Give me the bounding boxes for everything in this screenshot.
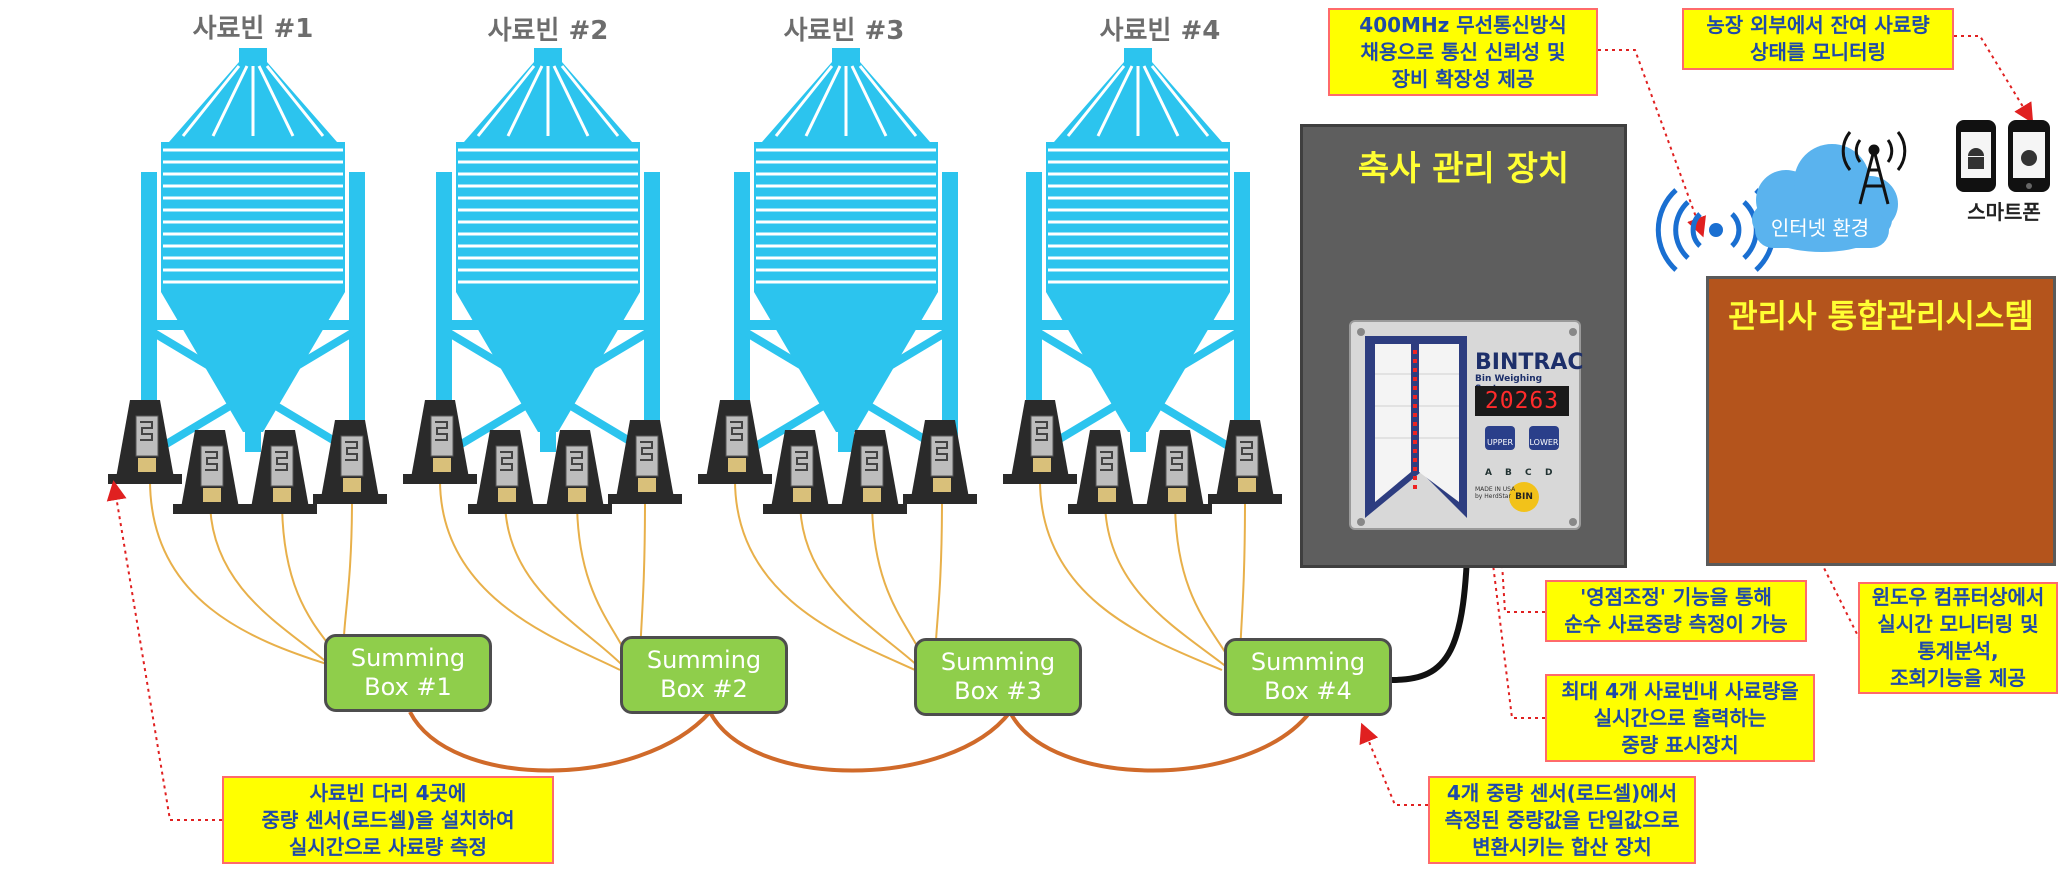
management-system-panel: 관리사 통합관리시스템	[1706, 276, 2056, 566]
callout-indicator: 최대 4개 사료빈내 사료량을 실시간으로 출력하는 중량 표시장치	[1545, 674, 1815, 762]
summing-box-3: Summing Box #3	[914, 638, 1082, 716]
silo-title-4: 사료빈 #4	[1099, 16, 1221, 46]
load-cells	[107, 399, 1283, 515]
summing-box-4: Summing Box #4	[1224, 638, 1392, 716]
device-weight-display: 20263	[1475, 386, 1569, 416]
summing-box-1: Summing Box #1	[324, 634, 492, 712]
silo-title-1: 사료빈 #1	[192, 14, 314, 44]
summing-box-2: Summing Box #2	[620, 636, 788, 714]
callout-zero-adjust-text: '영점조정' 기능을 통해 순수 사료중량 측정이 가능	[1564, 585, 1788, 636]
callout-loadcell-text: 사료빈 다리 4곳에 중량 센서(로드셀)을 설치하여 실시간으로 사료량 측정	[261, 780, 515, 859]
bin-button[interactable]: BIN	[1509, 482, 1539, 512]
internet-cloud-icon	[1752, 144, 1898, 252]
callout-summing-text: 4개 중량 센서(로드셀)에서 측정된 중량값을 단일값으로 변환시키는 합산 …	[1444, 780, 1680, 859]
silo-title-3: 사료빈 #3	[783, 16, 905, 46]
summing-box-label: Summing Box #4	[1250, 648, 1366, 705]
callout-windows-text: 윈도우 컴퓨터상에서 실시간 모니터링 및 통계분석, 조회기능을 제공	[1871, 585, 2045, 690]
upper-button-label: UPPER	[1486, 438, 1514, 447]
tower-icon	[1841, 131, 1907, 205]
android-phone-icon	[1956, 120, 1996, 192]
device-cable	[1391, 529, 1471, 683]
callout-summing: 4개 중량 센서(로드셀)에서 측정된 중량값을 단일값으로 변환시키는 합산 …	[1428, 776, 1696, 864]
summing-box-label: Summing Box #2	[646, 646, 762, 703]
summing-box-label: Summing Box #1	[350, 644, 466, 701]
sensor-wires	[149, 479, 1246, 671]
callout-remote-text: 농장 외부에서 잔여 사료량 상태를 모니터링	[1706, 13, 1930, 64]
callout-wireless-text: 400MHz 무선통신방식 채용으로 통신 신뢰성 및 장비 확장성 제공	[1359, 12, 1567, 91]
device-made-in: MADE IN USA by HerdStar	[1475, 486, 1516, 500]
callout-arrows	[106, 35, 2034, 821]
silo-ribs	[163, 148, 1228, 284]
channel-a: A	[1485, 468, 1492, 478]
lower-button[interactable]: LOWER	[1529, 426, 1559, 450]
channel-b: B	[1505, 468, 1512, 478]
channel-d: D	[1545, 468, 1553, 478]
callout-wireless: 400MHz 무선통신방식 채용으로 통신 신뢰성 및 장비 확장성 제공	[1328, 8, 1598, 96]
callout-remote: 농장 외부에서 잔여 사료량 상태를 모니터링	[1682, 8, 1954, 70]
silo-1	[141, 48, 365, 472]
internet-label: 인터넷 환경	[1770, 216, 1870, 240]
callout-indicator-text: 최대 4개 사료빈내 사료량을 실시간으로 출력하는 중량 표시장치	[1561, 678, 1799, 757]
summing-chain	[408, 708, 1312, 773]
bintrac-device: BINTRAC Bin Weighing System 20263 UPPER …	[1349, 320, 1584, 530]
barn-panel-title: 축사 관리 장치	[1357, 149, 1570, 189]
callout-loadcell: 사료빈 다리 4곳에 중량 센서(로드셀)을 설치하여 실시간으로 사료량 측정	[222, 776, 554, 864]
silo-2	[436, 48, 660, 472]
summing-box-label: Summing Box #3	[940, 648, 1056, 705]
silo-title-2: 사료빈 #2	[487, 16, 609, 46]
device-gauge	[1357, 328, 1577, 526]
wireless-signal-icon	[1655, 188, 1777, 272]
callout-windows: 윈도우 컴퓨터상에서 실시간 모니터링 및 통계분석, 조회기능을 제공	[1858, 582, 2058, 694]
upper-button[interactable]: UPPER	[1485, 426, 1515, 450]
lower-button-label: LOWER	[1529, 438, 1559, 447]
management-panel-title: 관리사 통합관리시스템	[1728, 297, 2034, 335]
iphone-icon	[2008, 120, 2050, 192]
smartphone-label: 스마트폰	[1967, 200, 2041, 224]
device-brand: BINTRAC	[1475, 350, 1584, 375]
channel-c: C	[1525, 468, 1532, 478]
callout-zero-adjust: '영점조정' 기능을 통해 순수 사료중량 측정이 가능	[1545, 580, 1807, 642]
silo-3	[734, 48, 958, 472]
silo-4	[1026, 48, 1250, 472]
